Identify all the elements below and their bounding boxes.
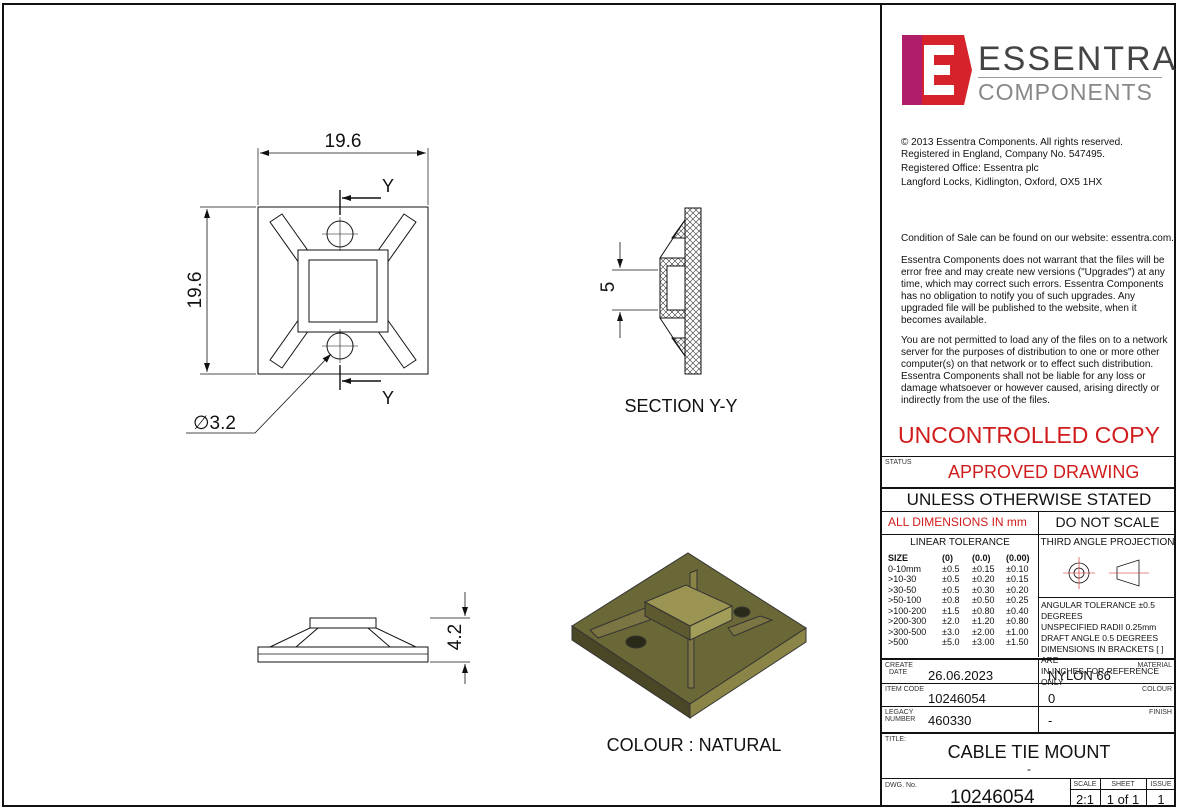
material: NYLON 66	[1048, 668, 1111, 683]
finish: -	[1048, 713, 1053, 728]
tolerance-row: >100-200±1.5±0.80±0.40	[888, 605, 1029, 616]
dim-thickness: 4.2	[445, 624, 466, 650]
sheet: 1 of 1	[1106, 792, 1140, 807]
dwg-label: DWG. No.	[885, 782, 917, 789]
status-label: STATUS	[885, 459, 912, 466]
isometric-view	[571, 552, 807, 719]
tolerance-row: >300-500±3.0±2.00±1.00	[888, 626, 1029, 637]
network-text: You are not permitted to load any of the…	[901, 335, 1168, 406]
colour-code: 0	[1048, 691, 1056, 706]
do-not-scale: DO NOT SCALE	[1055, 514, 1160, 530]
tolerance-row: >50-100±0.8±0.50±0.25	[888, 595, 1029, 605]
unless-stated: UNLESS OTHERWISE STATED	[906, 490, 1152, 509]
linear-tolerance-label: LINEAR TOLERANCE	[910, 537, 1010, 548]
dim-width: 19.6	[325, 131, 362, 152]
condition-text: Condition of Sale can be found on our we…	[901, 233, 1174, 244]
tolerance-row: >10-30±0.5±0.20±0.15	[888, 574, 1029, 584]
dwg-number: 10246054	[950, 787, 1035, 808]
scale: 2:1	[1075, 792, 1095, 807]
tolerance-row: >200-300±2.0±1.20±0.80	[888, 616, 1029, 626]
copyright-text: © 2013 Essentra Components. All rights r…	[901, 137, 1123, 188]
section-mark-bottom: Y	[382, 388, 394, 408]
colour-code-label: COLOUR	[1142, 686, 1172, 693]
dim-section-depth: 5	[598, 282, 619, 293]
tolerance-row: 0-10mm±0.5±0.15±0.10	[888, 563, 1029, 574]
warranty-text: Essentra Components does not warrant tha…	[901, 255, 1165, 326]
all-dimensions: ALL DIMENSIONS IN mm	[888, 515, 1027, 529]
uncontrolled-copy: UNCONTROLLED COPY	[898, 422, 1160, 448]
status-value: APPROVED DRAWING	[948, 462, 1140, 482]
section-label: SECTION Y-Y	[624, 396, 737, 416]
material-label: MATERIAL	[1137, 662, 1173, 669]
dim-hole: ∅3.2	[193, 413, 236, 434]
item-code-label: ITEM CODE	[885, 686, 924, 693]
colour-label: COLOUR : NATURAL	[607, 735, 782, 755]
dim-height: 19.6	[185, 272, 206, 309]
tolerance-header: SIZE(0)(0.0)(0.00)	[888, 553, 1030, 563]
issue-label: ISSUE	[1150, 781, 1172, 788]
legacy-number: 460330	[928, 713, 972, 728]
top-view	[186, 148, 429, 434]
sheet-label: SHEET	[1111, 781, 1135, 788]
projection-label: THIRD ANGLE PROJECTION	[1040, 537, 1175, 548]
title-label: TITLE:	[885, 736, 907, 743]
section-view	[612, 207, 702, 375]
tolerance-table: SIZE(0)(0.0)(0.00) 0-10mm±0.5±0.15±0.10 …	[888, 553, 1036, 648]
logo-brand: ESSENTRA	[978, 40, 1178, 78]
side-view	[257, 592, 470, 684]
create-date: 26.06.2023	[928, 668, 994, 683]
drawing-sheet-border	[2, 3, 1176, 807]
issue: 1	[1157, 792, 1165, 807]
essentra-logo: E ESSENTRA COMPONENTS	[902, 35, 1175, 105]
technical-drawing: 19.6 19.6 ∅3.2 Y Y 5 SECTION Y-Y 4.2	[185, 131, 807, 755]
scale-label: SCALE	[1073, 781, 1097, 788]
title-block: E ESSENTRA COMPONENTS © 2013 Essentra Co…	[880, 3, 1176, 808]
tolerance-row: >30-50±0.5±0.30±0.20	[888, 584, 1029, 595]
drawing-title-sub: -	[1027, 762, 1031, 776]
logo-sub: COMPONENTS	[978, 79, 1153, 105]
tolerance-row: >500±5.0±3.00±1.50	[888, 637, 1029, 647]
item-code: 10246054	[928, 691, 986, 706]
section-mark-top: Y	[382, 176, 394, 196]
third-angle-projection-icon	[1063, 557, 1149, 589]
drawing-title: CABLE TIE MOUNT	[947, 742, 1111, 762]
finish-label: FINISH	[1149, 709, 1172, 716]
